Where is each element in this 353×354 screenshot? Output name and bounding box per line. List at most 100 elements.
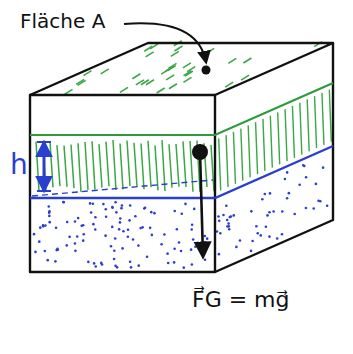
hatch-stroke xyxy=(219,138,221,190)
dot xyxy=(218,219,221,222)
dot xyxy=(229,216,232,219)
dot xyxy=(192,238,195,241)
dot xyxy=(250,250,253,253)
dot xyxy=(114,237,117,240)
dot xyxy=(322,166,325,169)
box-outline xyxy=(30,43,333,272)
dot xyxy=(288,192,291,195)
hatch-stroke xyxy=(248,125,250,177)
hatch-stroke xyxy=(157,88,165,93)
dot xyxy=(219,232,222,235)
dot xyxy=(265,225,268,228)
hatch-stroke xyxy=(85,142,88,190)
hatch-stroke xyxy=(78,80,86,85)
hatch-stroke xyxy=(187,67,195,72)
dot xyxy=(272,210,275,213)
hatch-stroke xyxy=(92,141,95,189)
dot xyxy=(110,245,113,248)
area-label: Fläche A xyxy=(20,10,105,32)
dot xyxy=(173,247,176,250)
dot xyxy=(104,234,107,237)
dot xyxy=(269,192,272,195)
hatch-stroke xyxy=(127,141,130,187)
dot xyxy=(137,264,140,267)
dot xyxy=(114,201,117,204)
hatch-stroke xyxy=(101,69,109,74)
dot xyxy=(130,266,133,269)
hatch-stroke xyxy=(263,119,265,171)
dot xyxy=(113,249,116,252)
dot xyxy=(150,211,153,214)
dot xyxy=(204,241,207,244)
dot xyxy=(227,222,230,225)
hatch-stroke xyxy=(329,90,331,142)
dot xyxy=(122,230,125,233)
dot xyxy=(129,261,132,264)
dot xyxy=(326,204,329,207)
hatch-stroke xyxy=(307,99,309,151)
hatch-stroke xyxy=(243,58,251,63)
hatch-stroke xyxy=(141,144,144,190)
dot xyxy=(92,203,95,206)
dot xyxy=(132,238,135,241)
hatch-stroke xyxy=(169,84,177,89)
dot xyxy=(92,223,95,226)
dot xyxy=(34,251,37,254)
dot xyxy=(264,193,267,196)
hatch-stroke xyxy=(132,74,140,79)
hatch-stroke xyxy=(71,144,74,188)
hatch-stroke xyxy=(285,109,287,161)
dot xyxy=(111,206,114,209)
hatch-stroke xyxy=(174,46,182,51)
height-tick xyxy=(37,190,51,192)
dot xyxy=(57,248,60,251)
hatch-stroke xyxy=(64,146,67,187)
dot xyxy=(33,233,36,236)
dot xyxy=(163,233,166,236)
dot xyxy=(197,242,200,245)
height-label: h xyxy=(10,150,28,181)
dot xyxy=(190,228,193,231)
dot xyxy=(47,205,50,208)
hatch-stroke xyxy=(134,143,137,187)
dot xyxy=(194,245,197,248)
dot xyxy=(65,244,68,247)
dot xyxy=(111,226,114,229)
dot xyxy=(184,203,187,206)
dot xyxy=(74,220,77,223)
dot xyxy=(74,250,77,253)
dot xyxy=(286,197,289,200)
dot xyxy=(43,250,46,253)
dot xyxy=(146,255,149,258)
hatch-stroke xyxy=(322,93,324,145)
hatch-stroke xyxy=(256,122,258,174)
dot xyxy=(303,165,306,168)
weight-arrow xyxy=(200,152,203,256)
dot xyxy=(250,210,253,213)
dot xyxy=(87,261,90,264)
hatch-stroke xyxy=(120,144,123,190)
hatch-stroke xyxy=(226,135,228,187)
hatch-stroke xyxy=(162,140,165,191)
hatch-stroke xyxy=(141,80,149,85)
dot xyxy=(173,261,176,264)
dot xyxy=(127,229,130,232)
dot xyxy=(268,235,271,238)
dot xyxy=(94,216,97,219)
dot xyxy=(105,215,108,218)
height-tick xyxy=(37,141,51,143)
dot xyxy=(46,259,49,262)
dot xyxy=(48,210,51,213)
centre-of-mass-dot xyxy=(192,144,208,160)
dot xyxy=(305,207,308,210)
dot xyxy=(226,219,229,222)
dot xyxy=(143,207,146,210)
dot xyxy=(118,228,121,231)
hatch-stroke xyxy=(106,142,109,187)
dot xyxy=(113,258,116,261)
dot xyxy=(180,250,183,253)
dot xyxy=(266,214,269,217)
hatch-stroke xyxy=(146,52,154,57)
hatch-stroke xyxy=(228,58,236,63)
